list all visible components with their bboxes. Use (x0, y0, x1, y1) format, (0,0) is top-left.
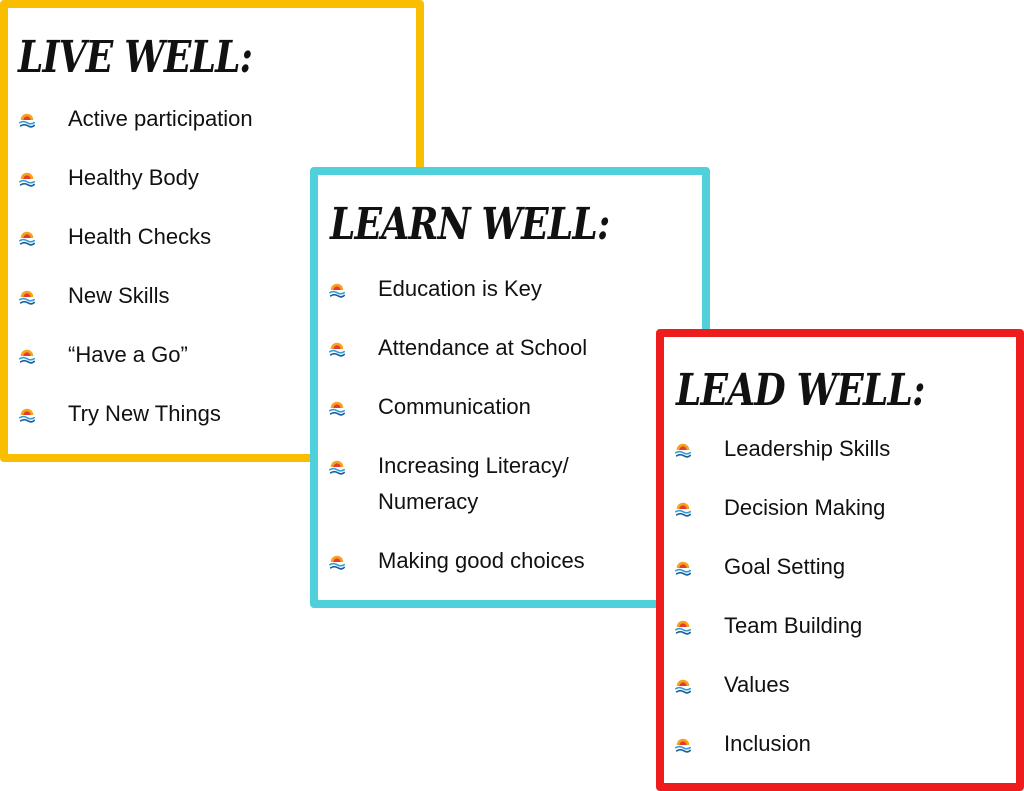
item-label: Values (724, 672, 790, 697)
item-label: Attendance at School (378, 335, 588, 360)
list-item: Goal Setting (672, 554, 1008, 615)
learn-well-card: LEARN WELL: Education is Key Attendance … (310, 167, 710, 608)
item-label: New Skills (68, 283, 170, 308)
item-label: Team Building (724, 613, 863, 638)
list-item: Team Building (672, 613, 1008, 674)
live-well-list: Active participation Healthy Body Health… (16, 106, 408, 462)
lead-well-title: LEAD WELL: (676, 365, 925, 416)
list-item: Attendance at School (326, 335, 694, 396)
list-item: Try New Things (16, 401, 408, 462)
sunrise-wave-icon (18, 290, 36, 305)
sunrise-wave-icon (18, 231, 36, 246)
list-item: “Have a Go” (16, 342, 408, 403)
item-label: “Have a Go” (68, 342, 188, 367)
item-label: Health Checks (68, 224, 212, 249)
list-item: Active participation (16, 106, 408, 167)
sunrise-wave-icon (674, 620, 692, 635)
list-item: Inclusion (672, 731, 1008, 791)
sunrise-wave-icon (674, 443, 692, 458)
sunrise-wave-icon (328, 283, 346, 298)
list-item: Decision Making (672, 495, 1008, 556)
sunrise-wave-icon (328, 401, 346, 416)
sunrise-wave-icon (18, 113, 36, 128)
live-well-title: LIVE WELL: (18, 32, 253, 83)
item-label: Active participation (68, 106, 253, 131)
lead-well-card: LEAD WELL: Leadership Skills Decision Ma… (656, 329, 1024, 791)
list-item: Communication (326, 394, 694, 455)
item-label: Healthy Body (68, 165, 199, 190)
list-item: Increasing Literacy/ Numeracy (326, 453, 694, 550)
sunrise-wave-icon (18, 408, 36, 423)
learn-well-title: LEARN WELL: (330, 199, 610, 250)
list-item: Making good choices (326, 548, 694, 609)
item-label: Communication (378, 394, 531, 419)
sunrise-wave-icon (328, 460, 346, 475)
item-label: Education is Key (378, 276, 542, 301)
item-label: Decision Making (724, 495, 886, 520)
item-label: Goal Setting (724, 554, 846, 579)
item-label: Inclusion (724, 731, 811, 756)
sunrise-wave-icon (674, 738, 692, 753)
learn-well-list: Education is Key Attendance at School Co… (326, 276, 694, 609)
list-item: New Skills (16, 283, 408, 344)
list-item: Health Checks (16, 224, 408, 285)
sunrise-wave-icon (18, 349, 36, 364)
item-label: Making good choices (378, 548, 585, 573)
item-label: Increasing Literacy/ Numeracy (378, 453, 569, 514)
list-item: Education is Key (326, 276, 694, 337)
list-item: Values (672, 672, 1008, 733)
sunrise-wave-icon (18, 172, 36, 187)
sunrise-wave-icon (674, 561, 692, 576)
sunrise-wave-icon (674, 679, 692, 694)
item-label: Leadership Skills (724, 436, 891, 461)
sunrise-wave-icon (328, 342, 346, 357)
lead-well-list: Leadership Skills Decision Making Goal S… (672, 436, 1008, 791)
sunrise-wave-icon (328, 555, 346, 570)
sunrise-wave-icon (674, 502, 692, 517)
item-label: Try New Things (68, 401, 221, 426)
list-item: Leadership Skills (672, 436, 1008, 497)
list-item: Healthy Body (16, 165, 408, 226)
